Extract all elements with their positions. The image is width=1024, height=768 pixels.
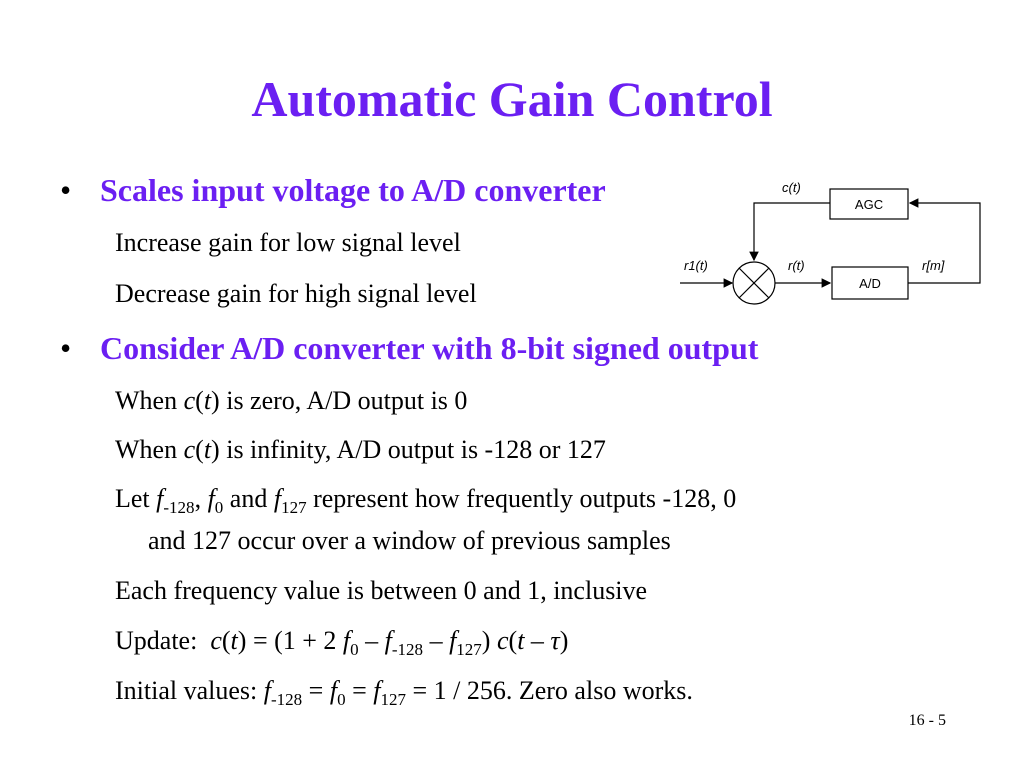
agc-to-mixer-arrow — [749, 202, 830, 262]
feedback-path — [908, 198, 981, 284]
bullet-consider-text: Consider A/D converter with 8-bit signed… — [100, 330, 759, 366]
multiplier-symbol — [732, 261, 776, 305]
sub-increase-gain: Increase gain for low signal level — [115, 228, 461, 257]
slide-title: Automatic Gain Control — [251, 71, 773, 127]
bullet-dot: • — [60, 330, 72, 366]
agc-block — [829, 188, 909, 220]
sub-let-continuation: and 127 occur over a window of previous … — [148, 526, 671, 555]
c-of-t-label: c(t) — [782, 180, 801, 195]
agc-label: AGC — [855, 197, 883, 212]
sub-each-frequency: Each frequency value is between 0 and 1,… — [115, 576, 648, 605]
r1-of-t-label: r1(t) — [684, 258, 708, 273]
sub-when-infinity: When c(t) is infinity, A/D output is -12… — [115, 435, 606, 464]
bullet-scales: • Scales input voltage to A/D converter — [60, 172, 606, 209]
sub-decrease-gain: Decrease gain for high signal level — [115, 279, 477, 308]
bullet-consider: • Consider A/D converter with 8-bit signe… — [60, 330, 758, 367]
bullet-dot: • — [60, 172, 72, 208]
r-of-m-label: r[m] — [922, 258, 945, 273]
ad-label: A/D — [859, 276, 881, 291]
sub-let-frequencies: Let f-128, f0 and f127 represent how fre… — [115, 484, 737, 517]
sub-initial-values: Initial values: f-128 = f0 = f127 = 1 / … — [115, 676, 693, 709]
sub-update-equation: Update: c(t)c(t) = (1 + 2 f0 – f-128 – f… — [115, 626, 569, 659]
agc-block-diagram: A/D AGC c(t) r1(t) r(t) r[m] — [680, 180, 981, 305]
bullet-scales-text: Scales input voltage to A/D converter — [100, 172, 606, 208]
sub-when-zero: When c(t) is zero, A/D output is 0 — [115, 386, 468, 415]
ad-block — [831, 266, 909, 300]
page-number: 16 - 5 — [908, 712, 946, 729]
r-of-t-label: r(t) — [788, 258, 805, 273]
